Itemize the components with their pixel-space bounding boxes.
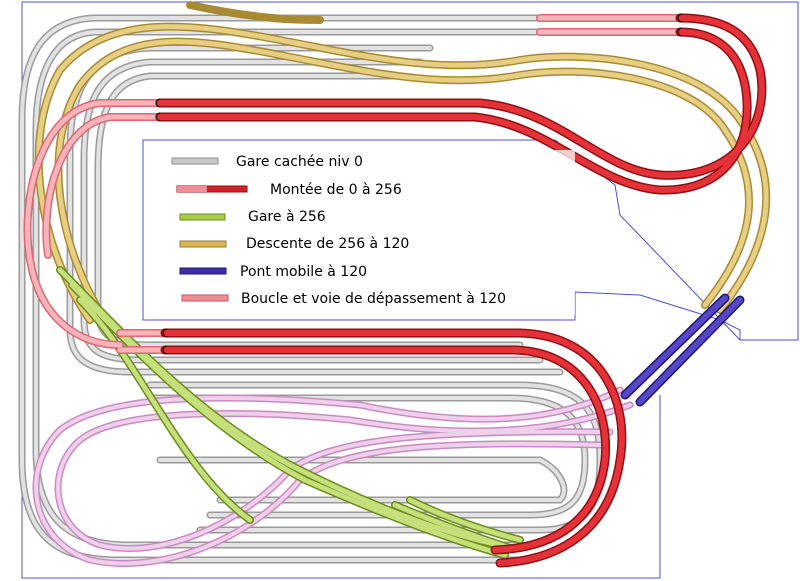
- legend-label-gold: Descente de 256 à 120: [246, 236, 409, 252]
- legend-label-red: Montée de 0 à 256: [270, 182, 402, 198]
- legend: Gare cachée niv 0 Montée de 0 à 256 Gare…: [155, 150, 575, 315]
- legend-label-green: Gare à 256: [248, 209, 326, 225]
- legend-item-gold: Descente de 256 à 120: [179, 236, 409, 252]
- salmon-tracks: [23, 14, 684, 354]
- legend-label-pink: Boucle et voie de dépassement à 120: [241, 291, 506, 307]
- legend-item-blue: Pont mobile à 120: [179, 264, 367, 280]
- legend-item-green: Gare à 256: [179, 209, 326, 225]
- legend-item-grey: Gare cachée niv 0: [171, 154, 363, 170]
- legend-background: [155, 150, 575, 315]
- legend-item-pink: Boucle et voie de dépassement à 120: [181, 291, 506, 307]
- bridge-tracks: [620, 293, 745, 407]
- legend-label-grey: Gare cachée niv 0: [236, 154, 363, 170]
- red-tracks: [155, 13, 767, 568]
- lilac-loop: [32, 386, 634, 567]
- buffer-stops: [155, 13, 683, 355]
- legend-label-blue: Pont mobile à 120: [240, 264, 367, 280]
- green-tracks: [56, 266, 524, 559]
- legend-item-red: Montée de 0 à 256: [176, 182, 402, 198]
